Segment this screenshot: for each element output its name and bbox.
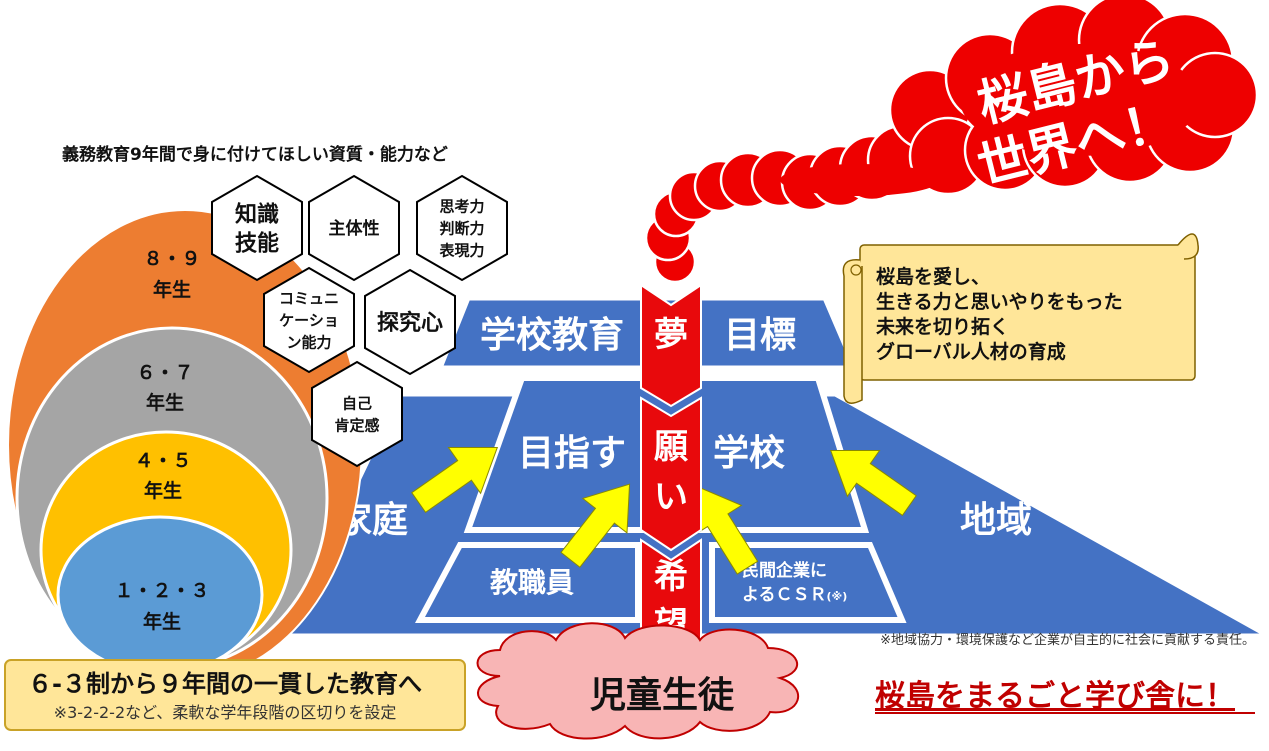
ribbon-char-hope1: 希 <box>654 557 688 597</box>
label-staff: 教職員 <box>490 566 574 599</box>
competencies-title: 義務教育9年間で身に付けてほしい資質・能力など <box>62 144 448 165</box>
grade-bands <box>7 209 363 681</box>
scroll-line-4: グローバル人材の育成 <box>876 340 1066 363</box>
hex-thinking-text: 判断力 <box>439 219 484 237</box>
scroll-top-curl <box>1177 233 1199 260</box>
hex-communication-text: ン能力 <box>286 333 331 351</box>
grade-123-bottom: 年生 <box>143 610 181 633</box>
arrows <box>411 446 917 575</box>
hex-thinking-text: 表現力 <box>439 241 484 259</box>
hex-thinking-text: 思考力 <box>439 197 484 215</box>
goal-scroll <box>842 233 1199 404</box>
scroll-line-2: 生きる力と思いやりをもった <box>876 290 1123 313</box>
scroll-left-dot <box>850 264 862 276</box>
hex-self-esteem <box>311 360 403 468</box>
arrow-region <box>829 449 917 517</box>
hex-communication <box>263 266 355 374</box>
grade-67-top: ６・７ <box>136 362 193 384</box>
ribbon-char-i: い <box>654 477 688 517</box>
hex-thinking <box>416 174 508 282</box>
arrow-csr <box>693 485 759 575</box>
ribbon-segment-dream <box>640 283 702 408</box>
smoke-body <box>960 44 1200 156</box>
hex-knowledge-skill-text: 技能 <box>235 230 279 256</box>
platform-csr-block <box>709 542 907 623</box>
label-region: 地域 <box>960 500 1032 541</box>
ribbon-segment-wish <box>640 396 702 552</box>
hex-communication-text: コミュニ <box>279 289 339 307</box>
slogan: 桜島をまるごと学び舎に！ <box>875 679 1235 714</box>
label-aim: 目指す <box>518 433 626 474</box>
arrow-family <box>411 446 499 514</box>
label-csr-main: よるＣＳＲ <box>742 585 827 605</box>
grade-45-bottom: 年生 <box>144 479 182 502</box>
scroll-left-curl <box>842 259 863 404</box>
hex-knowledge-skill-text: 知識 <box>235 201 279 227</box>
grade-67-bottom: 年生 <box>146 391 184 414</box>
footnote: ※地域協力・環境保護など企業が自主的に社会に貢献する責任。 <box>880 632 1255 648</box>
hex-inquiry-text: 探究心 <box>377 310 443 336</box>
hex-knowledge-skill <box>211 174 303 282</box>
label-csr-line2: よるＣＳＲ(※) <box>742 585 847 605</box>
smoke <box>644 0 1259 284</box>
arrow-staff <box>560 483 631 568</box>
label-school-education: 学校教育 <box>480 314 624 356</box>
hex-inquiry <box>364 268 456 376</box>
grade-123-top: １・２・３ <box>114 580 209 602</box>
grade-45-top: ４・５ <box>134 450 191 472</box>
system-box <box>4 659 466 731</box>
label-csr-line1: 民間企業に <box>742 560 827 581</box>
system-box-rect <box>4 659 466 731</box>
grade-89-bottom: 年生 <box>153 278 191 301</box>
label-csr-mark: (※) <box>827 590 848 603</box>
ribbon-char-wish: 願 <box>654 427 688 467</box>
hex-initiative <box>308 174 400 282</box>
system-box-note: ※3-2-2-2など、柔軟な学年段階の区切りを設定 <box>54 703 397 722</box>
hex-self-esteem-text: 肯定感 <box>334 416 379 434</box>
scroll-line-1: 桜島を愛し、 <box>876 265 990 288</box>
system-box-title: ６-３制から９年間の一貫した教育へ <box>28 670 422 698</box>
cloud-text: 児童生徒 <box>590 674 735 716</box>
students-cloud <box>476 622 800 740</box>
label-school: 学校 <box>713 432 785 474</box>
hex-communication-text: ケーショ <box>279 311 339 329</box>
label-goal: 目標 <box>724 315 796 356</box>
hex-self-esteem-text: 自己 <box>342 394 372 412</box>
scroll-line-3: 未来を切り拓く <box>875 315 1009 338</box>
grade-89-top: ８・９ <box>143 248 200 270</box>
cloud-shape <box>476 622 800 740</box>
hex-initiative-text: 主体性 <box>329 218 380 239</box>
ribbon-char-dream: 夢 <box>654 315 688 355</box>
smoke-body <box>780 164 940 196</box>
